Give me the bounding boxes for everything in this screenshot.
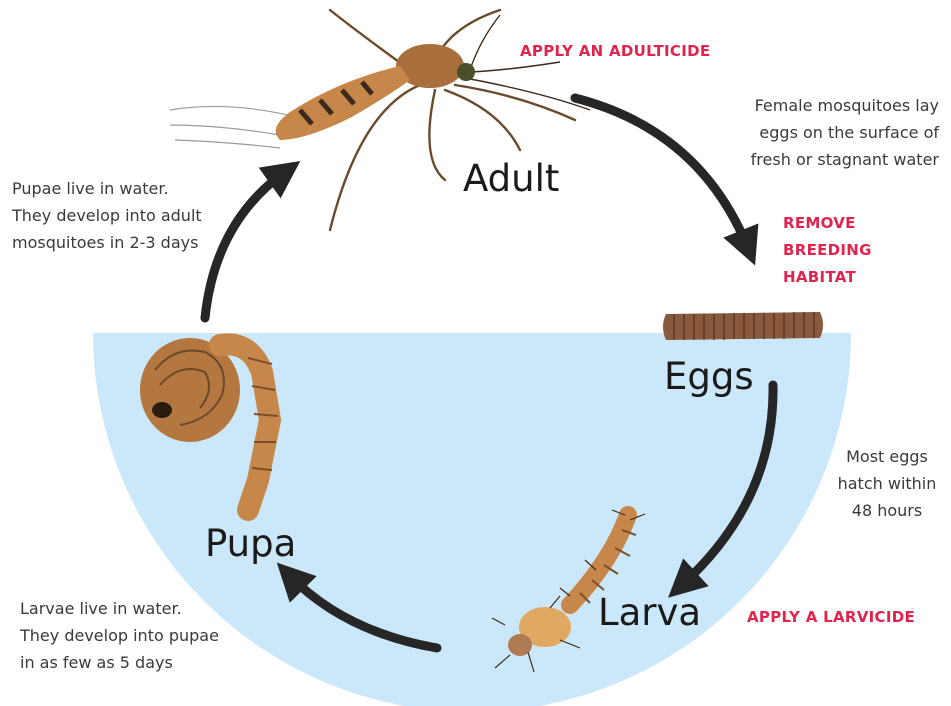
action-line: HABITAT [783,264,872,291]
note-line: They develop into adult [12,202,202,229]
note-line: Most eggs [832,443,942,470]
note-line: They develop into pupae [20,622,219,649]
note-line: Female mosquitoes lay [751,92,939,119]
note-pupa-to-adult: Pupae live in water. They develop into a… [12,175,202,256]
note-line: Pupae live in water. [12,175,202,202]
stage-label-eggs: Eggs [664,358,754,395]
note-line: 48 hours [832,497,942,524]
note-adult-to-eggs: Female mosquitoes lay eggs on the surfac… [751,92,939,173]
stage-label-larva: Larva [598,594,701,631]
action-adulticide: APPLY AN ADULTICIDE [520,38,710,65]
stage-label-pupa: Pupa [205,525,296,562]
action-line: BREEDING [783,237,872,264]
action-remove-breeding-habitat: REMOVE BREEDING HABITAT [783,210,872,291]
note-line: eggs on the surface of [751,119,939,146]
note-larva-to-pupa: Larvae live in water. They develop into … [20,595,219,676]
arrow-adult-to-eggs [575,98,748,248]
note-line: hatch within [832,470,942,497]
note-line: fresh or stagnant water [751,146,939,173]
action-larvicide: APPLY A LARVICIDE [747,604,915,631]
action-line: REMOVE [783,210,872,237]
stage-label-adult: Adult [463,160,559,197]
egg-raft-illustration [663,312,823,340]
note-line: Larvae live in water. [20,595,219,622]
note-eggs-to-larva: Most eggs hatch within 48 hours [832,443,942,524]
note-line: mosquitoes in 2-3 days [12,229,202,256]
arrow-pupa-to-adult [205,172,285,318]
note-line: in as few as 5 days [20,649,219,676]
